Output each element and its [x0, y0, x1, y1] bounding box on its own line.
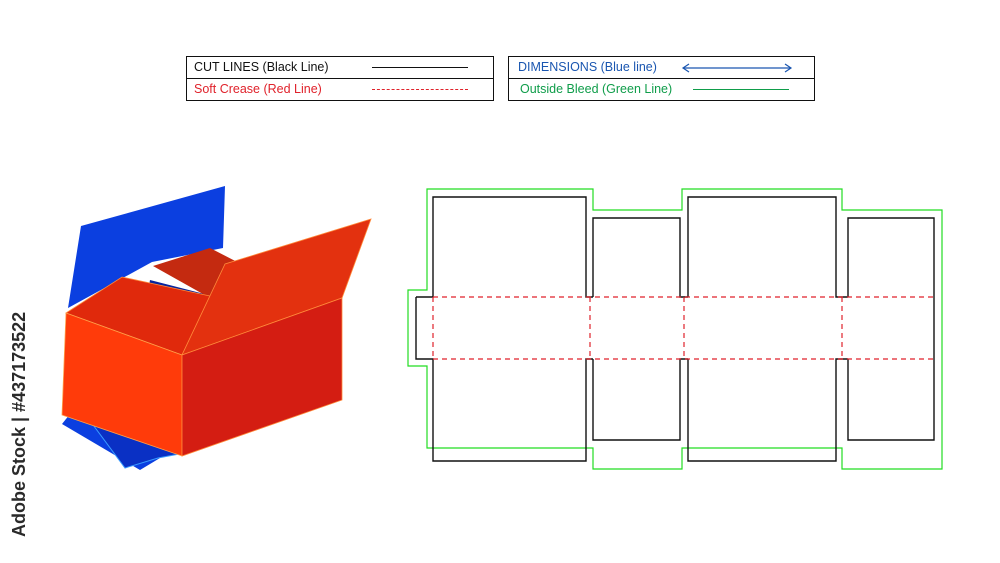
- cut-lines: [415, 196, 935, 462]
- legend-label-dimensions: DIMENSIONS (Blue line): [518, 60, 657, 74]
- legend-label-cut-lines: CUT LINES (Black Line): [194, 60, 329, 74]
- legend-row-outside-bleed: Outside Bleed (Green Line): [509, 78, 814, 100]
- box-3d-illustration: [61, 186, 372, 470]
- legend-sample-crease-line: [372, 89, 468, 90]
- legend-sample-bleed-line: [693, 89, 789, 90]
- dieline: [407, 188, 943, 470]
- outside-bleed-line: [407, 188, 943, 470]
- legend-label-outside-bleed: Outside Bleed (Green Line): [520, 82, 673, 96]
- legend-box-left: CUT LINES (Black Line) Soft Crease (Red …: [186, 56, 494, 101]
- legend-sample-cut-line: [372, 67, 468, 68]
- box-side-face: [181, 297, 343, 457]
- stock-watermark: Adobe Stock | #437173522: [3, 312, 37, 540]
- legend-label-soft-crease: Soft Crease (Red Line): [194, 82, 322, 96]
- soft-crease-lines: [432, 296, 934, 360]
- stock-watermark-text: Adobe Stock | #437173522: [9, 311, 29, 537]
- legend-sample-dimension-arrow: [681, 63, 793, 73]
- legend-box-right: DIMENSIONS (Blue line) Outside Bleed (Gr…: [508, 56, 815, 101]
- legend-row-cut-lines: CUT LINES (Black Line): [187, 57, 493, 78]
- box-top-flap-back-left: [68, 186, 225, 308]
- legend-row-dimensions: DIMENSIONS (Blue line): [509, 57, 814, 78]
- legend-row-soft-crease: Soft Crease (Red Line): [187, 78, 493, 100]
